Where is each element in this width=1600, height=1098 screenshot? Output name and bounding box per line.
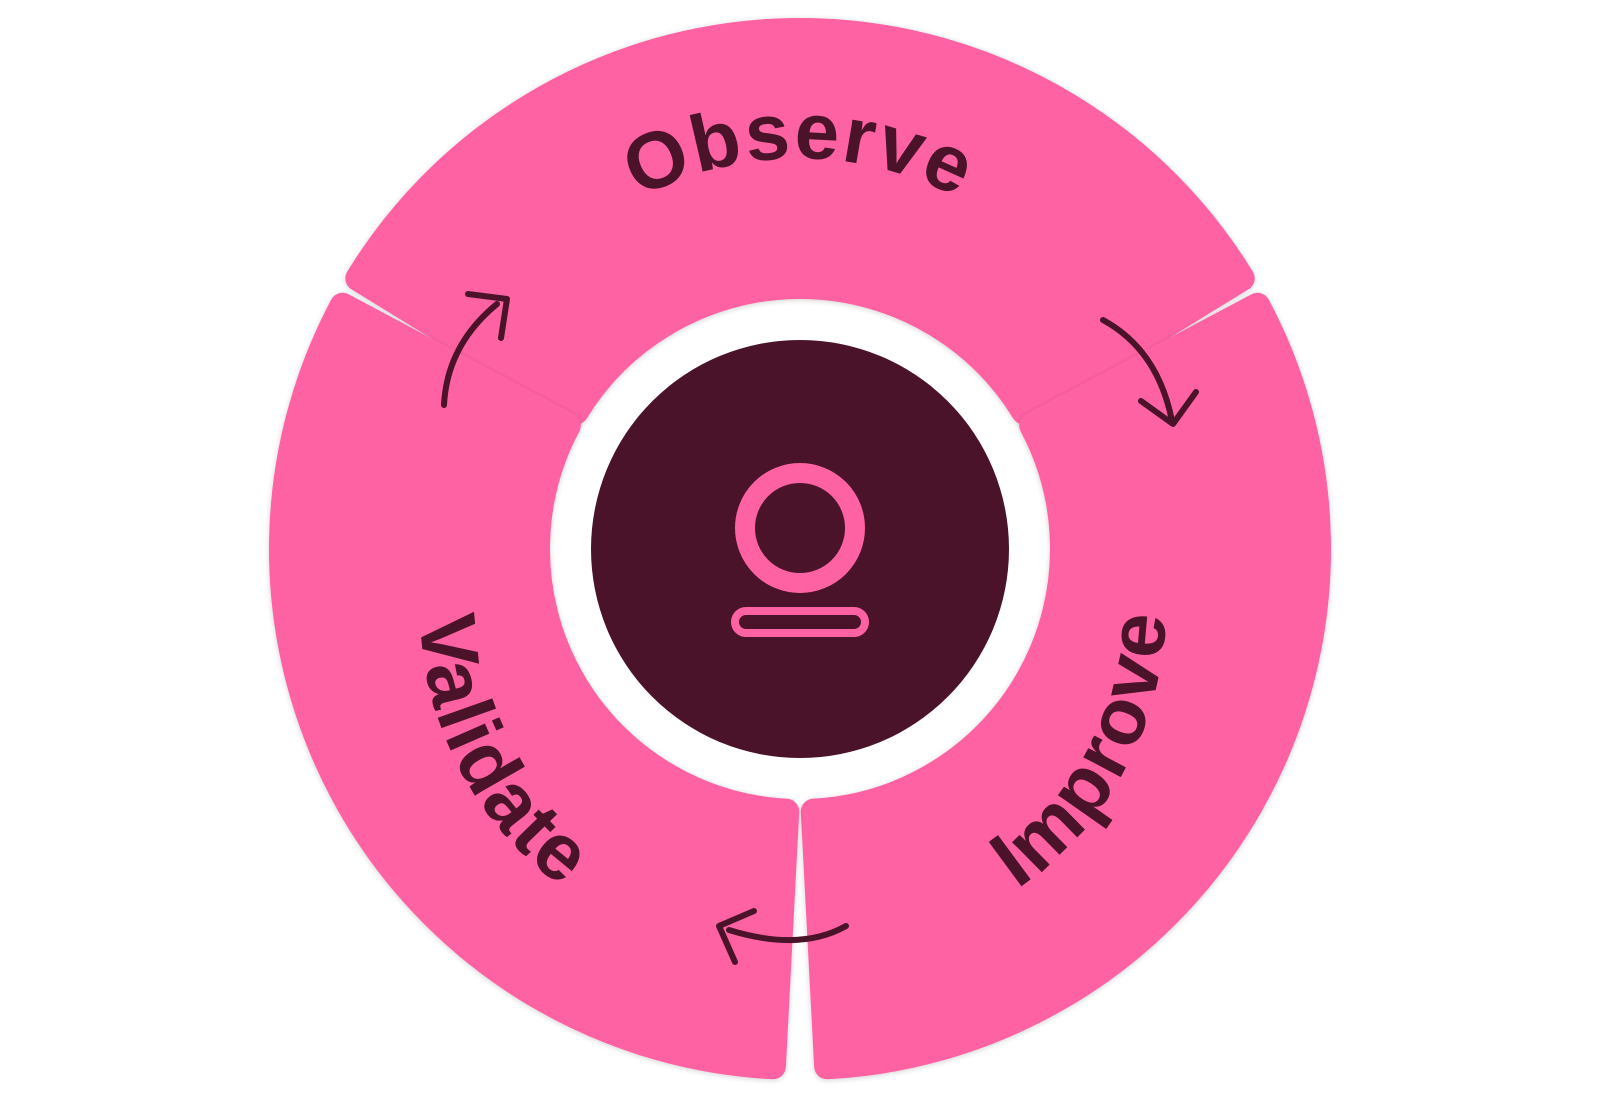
- arrow-improve-to-validate-icon: [716, 908, 849, 965]
- arrow-validate-to-observe-icon: [441, 291, 510, 408]
- arrows-layer: [441, 291, 1199, 965]
- person-avatar-icon: [731, 463, 869, 637]
- segment-validate: [269, 292, 800, 1080]
- segment-observe: [345, 18, 1255, 425]
- segment-improve: [800, 292, 1331, 1080]
- arrow-observe-to-improve-icon: [1100, 317, 1199, 427]
- center-hub: [591, 340, 1009, 758]
- avatar-head-icon: [735, 463, 865, 593]
- avatar-base-icon: [731, 607, 869, 637]
- segments-layer: [269, 18, 1331, 1080]
